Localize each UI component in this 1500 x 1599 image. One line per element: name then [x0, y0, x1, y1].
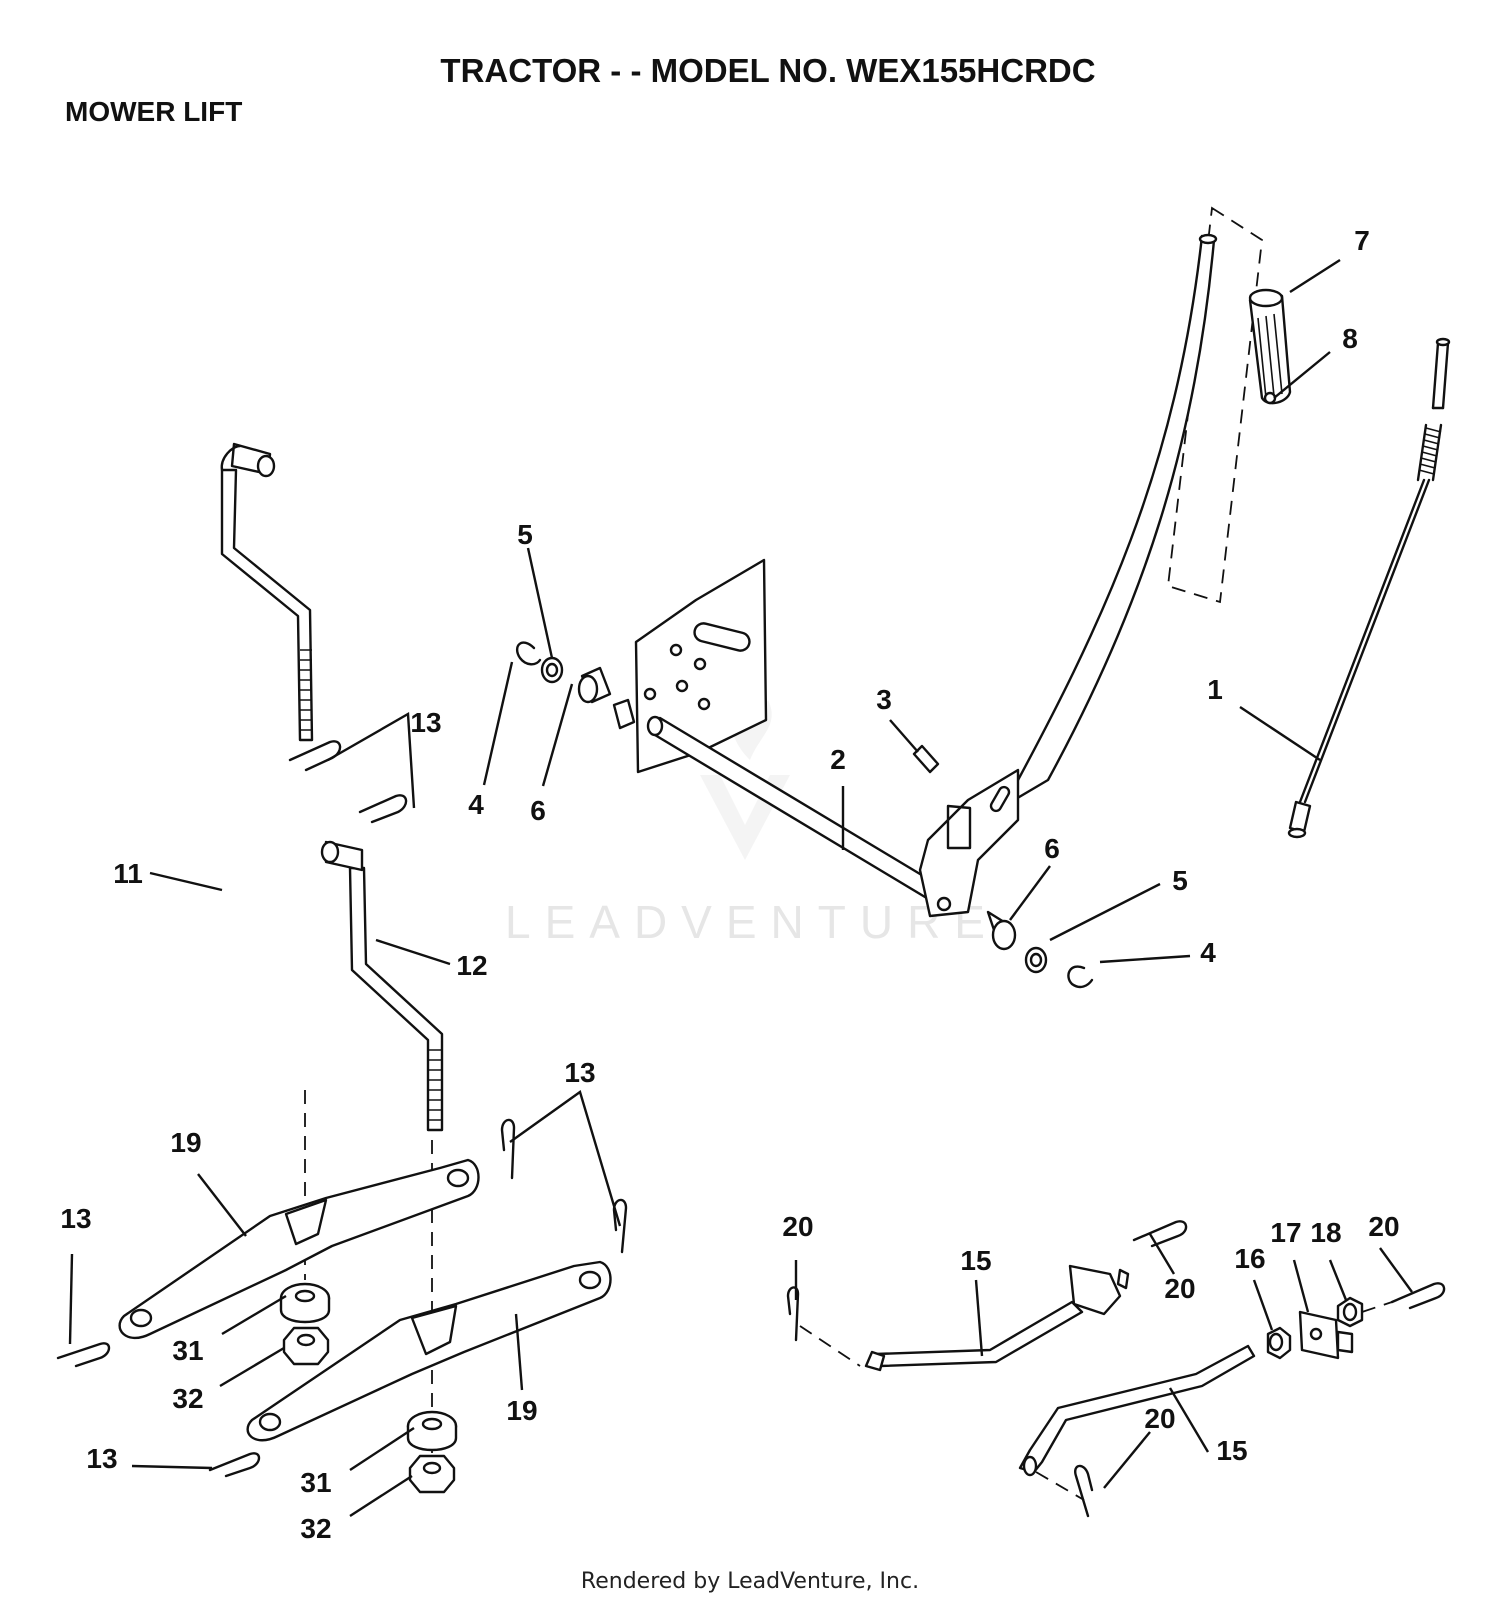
hairpin-cotter-part-13-left: [56, 1342, 111, 1368]
callout-3: 3: [876, 684, 892, 715]
callout-32-top: 32: [172, 1383, 203, 1414]
callout-31-top: 31: [172, 1335, 203, 1366]
lift-rod-part-1: [1287, 337, 1451, 839]
callout-8: 8: [1342, 323, 1358, 354]
nut-part-32-bottom: [408, 1454, 456, 1494]
callout-20-left: 20: [782, 1211, 813, 1242]
washer-part-5-right: [1024, 946, 1048, 974]
rod-alignment-bottom: [1035, 1471, 1085, 1501]
page-title: TRACTOR - - MODEL NO. WEX155HCRDC: [440, 52, 1095, 89]
callout-20-right: 20: [1368, 1211, 1399, 1242]
lever-phantom-outline: [1167, 206, 1263, 604]
callout-4-right: 4: [1200, 937, 1216, 968]
washer-part-5-left: [540, 656, 564, 684]
callout-31-bottom: 31: [300, 1467, 331, 1498]
nut-part-32-top: [282, 1326, 330, 1366]
callout-12: 12: [456, 950, 487, 981]
callout-11: 11: [113, 858, 143, 889]
hairpin-cotter-part-20-left: [786, 1286, 800, 1342]
hairpin-cotter-part-20-bottom: [1074, 1464, 1094, 1518]
trunnion-block-part-17: [1298, 1310, 1354, 1360]
screw-part-8: [1263, 391, 1277, 405]
callout-6-right: 6: [1044, 833, 1060, 864]
bushing-part-6-right: [986, 910, 1017, 951]
rod-alignment-right: [1361, 1301, 1393, 1313]
callout-18: 18: [1310, 1217, 1341, 1248]
hairpin-cotter-part-20-right: [1390, 1282, 1446, 1310]
footer-credit: Rendered by LeadVenture, Inc.: [581, 1569, 919, 1594]
hairpin-cotter-part-13-top-2: [358, 794, 408, 824]
lift-shaft-part-2: [612, 233, 1218, 918]
lift-link-part-12: [320, 840, 444, 1132]
retaining-clip-part-4-right: [1067, 965, 1094, 989]
callout-4-left: 4: [468, 789, 484, 820]
callout-19-top: 19: [170, 1127, 201, 1158]
hairpin-cotter-part-20-top: [1132, 1220, 1188, 1248]
lift-arm-part-19-top: [118, 1158, 480, 1340]
retaining-clip-part-4-left: [515, 641, 542, 666]
callout-5-left: 5: [517, 519, 533, 550]
handle-grip-part-7: [1248, 288, 1292, 405]
callout-1: 1: [1207, 674, 1223, 705]
callout-5-right: 5: [1172, 865, 1188, 896]
jam-nut-part-16: [1266, 1326, 1292, 1360]
adjust-rod-part-15-top: [864, 1264, 1130, 1372]
roll-pin-part-3: [912, 744, 940, 774]
callout-17: 17: [1270, 1217, 1301, 1248]
hairpin-cotter-part-13-top-1: [288, 740, 342, 772]
hairpin-cotter-part-13-bottom: [208, 1452, 261, 1478]
nut-part-18: [1336, 1296, 1364, 1328]
section-title: MOWER LIFT: [65, 96, 242, 127]
callout-15-top: 15: [960, 1245, 991, 1276]
callout-7: 7: [1354, 225, 1370, 256]
spacer-part-31-bottom: [406, 1410, 458, 1452]
bushing-part-6-left: [577, 666, 612, 704]
callout-20-bottom: 20: [1144, 1403, 1175, 1434]
watermark-text: LEADVENTURE: [505, 896, 999, 948]
callout-20-top: 20: [1164, 1273, 1195, 1304]
adjust-rod-part-15-bottom: [1018, 1344, 1256, 1477]
callout-16: 16: [1234, 1243, 1265, 1274]
callout-32-bottom: 32: [300, 1513, 331, 1544]
lift-arm-part-19-bottom: [246, 1260, 612, 1442]
callout-13-top: 13: [410, 707, 441, 738]
leader-lines: [68, 258, 1413, 1518]
callout-13-left: 13: [60, 1203, 91, 1234]
callout-13-bottom: 13: [86, 1443, 117, 1474]
lift-link-part-11: [220, 442, 314, 742]
spacer-part-31-top: [279, 1282, 331, 1324]
rod-alignment-top: [799, 1325, 861, 1367]
callout-19-bottom: 19: [506, 1395, 537, 1426]
callout-15-bottom: 15: [1216, 1435, 1247, 1466]
callout-2: 2: [830, 744, 846, 775]
callout-6-left: 6: [530, 795, 546, 826]
callout-13-mid: 13: [564, 1057, 595, 1088]
hairpin-cotter-part-13-mid-1: [500, 1118, 516, 1180]
